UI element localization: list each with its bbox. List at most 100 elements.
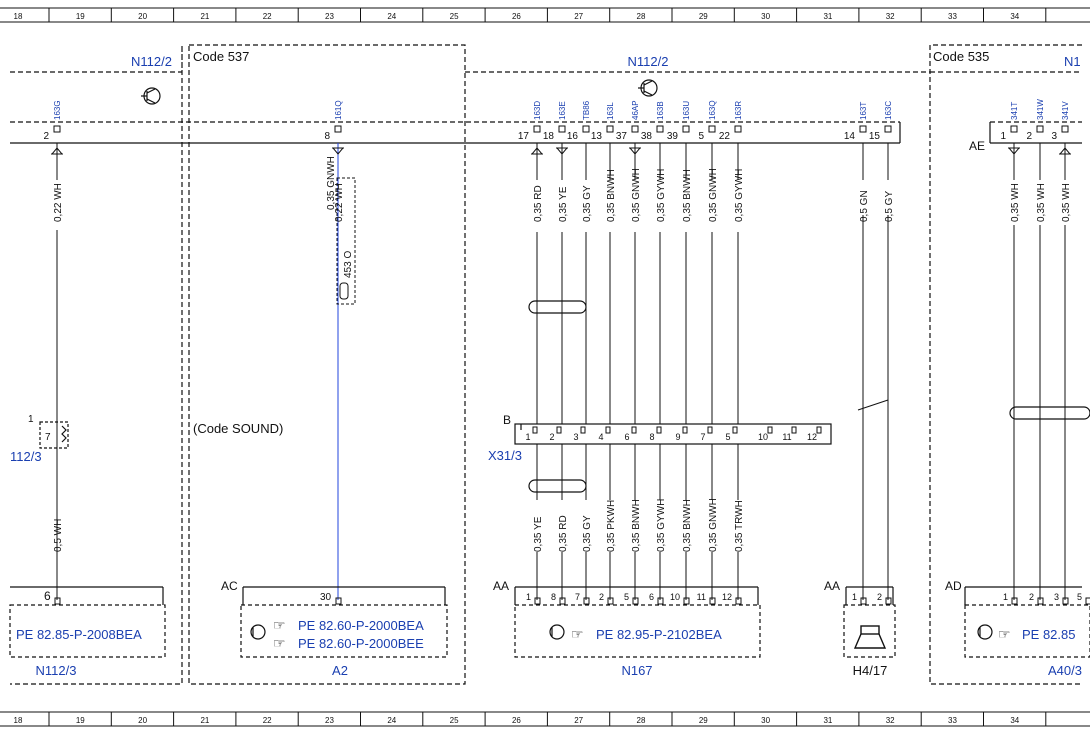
n167-pin-number: 7 xyxy=(575,592,580,602)
transistor-icon xyxy=(141,87,161,105)
n167-pin-marker xyxy=(534,597,541,605)
a40-3-name: A40/3 xyxy=(1048,663,1082,678)
top-pin-number: 37 xyxy=(616,131,628,142)
pin-marker xyxy=(708,125,716,133)
n167-pin-marker xyxy=(559,597,566,605)
a2-pe-link-1[interactable]: PE 82.60-P-2000BEA xyxy=(298,618,424,633)
pin-marker xyxy=(682,125,690,133)
bottom-wire-label: 0,35 BNWH xyxy=(631,499,642,552)
n112-3-pin: 6 xyxy=(44,589,51,603)
grid-number: 28 xyxy=(637,716,646,725)
n1-right-label: N1 xyxy=(1064,54,1081,69)
n167-pe-link[interactable]: PE 82.95-P-2102BEA xyxy=(596,627,722,642)
x31-pin-number: 2 xyxy=(549,432,554,442)
grid-number: 25 xyxy=(450,716,459,725)
top-wire-id: TB86 xyxy=(582,100,591,120)
n167-pin-marker xyxy=(583,597,590,605)
pin-marker xyxy=(582,125,590,133)
top-pin-number: 3 xyxy=(1051,131,1057,142)
x31-pin-number: 9 xyxy=(675,432,680,442)
x31-3-label: X31/3 xyxy=(488,448,522,463)
a2-connector-label: AC xyxy=(221,579,238,593)
n167-pin-number: 5 xyxy=(624,592,629,602)
top-pin-number: 14 xyxy=(844,131,856,142)
x31-pin-marker xyxy=(631,426,637,434)
x31-pin-marker xyxy=(656,426,662,434)
n167-pin-number: 1 xyxy=(526,592,531,602)
x31-pin-marker xyxy=(767,426,773,434)
top-wire-label: 0,22 WH xyxy=(334,183,345,222)
n112-3-pe-link[interactable]: PE 82.85-P-2008BEA xyxy=(16,627,142,642)
bottom-wire-label: 0,35 TRWH xyxy=(734,500,745,552)
speaker-icon xyxy=(853,625,887,649)
grid-number: 34 xyxy=(1010,12,1019,21)
top-wire-label: 0,5 GY xyxy=(884,191,895,222)
x31-pin-number: 7 xyxy=(700,432,705,442)
top-wire-id: 163E xyxy=(558,101,567,120)
top-wire-label: 0,35 YE xyxy=(558,186,569,222)
h4-17-pin-marker xyxy=(885,597,892,605)
code-537-label: Code 537 xyxy=(193,49,249,64)
top-wire-id: 341T xyxy=(1010,102,1019,120)
bottom-wire-label: 0,35 GYWH xyxy=(656,499,667,552)
shield-wire-b: 453 O xyxy=(343,251,354,278)
top-pin-number: 1 xyxy=(1000,131,1006,142)
grid-number: 34 xyxy=(1010,716,1019,725)
n112-3-pin-marker xyxy=(54,597,61,605)
grid-number: 20 xyxy=(138,716,147,725)
n112-2-left-label: N112/2 xyxy=(131,54,172,69)
n167-connector-label: AA xyxy=(493,579,509,593)
top-wire-id: 163L xyxy=(606,102,615,120)
top-wire-label: 0,35 GY xyxy=(582,185,593,222)
bottom-wire-label: 0,35 YE xyxy=(533,516,544,552)
x31-pin-number: 4 xyxy=(598,432,603,442)
shielded-cable xyxy=(336,177,356,305)
code-sound-label: (Code SOUND) xyxy=(193,421,283,436)
grid-number: 33 xyxy=(948,716,957,725)
top-wire-label: 0,35 GYWH xyxy=(656,169,667,222)
connector-pin-1: 1 xyxy=(28,414,34,425)
h4-17-pin-number: 2 xyxy=(877,592,882,602)
pin-marker xyxy=(533,125,541,133)
top-wire-label: 0,35 GYWH xyxy=(734,169,745,222)
ref-icons xyxy=(250,624,993,640)
x31-b-label: B xyxy=(503,413,511,427)
grid-number: 33 xyxy=(948,12,957,21)
top-pin-number: 39 xyxy=(667,131,679,142)
pin-marker xyxy=(631,125,639,133)
a40-3-pe-link[interactable]: PE 82.85 xyxy=(1022,627,1076,642)
pin-marker xyxy=(884,125,892,133)
top-wire-id: 46AP xyxy=(631,100,640,120)
wire-break-line xyxy=(857,399,889,411)
pin-marker xyxy=(1036,125,1044,133)
top-pin-number: 16 xyxy=(567,131,579,142)
pin-marker xyxy=(606,125,614,133)
a40-3-pin-marker xyxy=(1037,597,1044,605)
top-pin-number: 22 xyxy=(719,131,731,142)
pointing-hand-icon: ☞ xyxy=(571,626,584,642)
top-wire-id: 341V xyxy=(1061,101,1070,120)
a40-3-pin-number: 1 xyxy=(1003,592,1008,602)
grid-number: 30 xyxy=(761,716,770,725)
grid-number: 21 xyxy=(200,12,209,21)
h4-17-pin-number: 1 xyxy=(852,592,857,602)
connector-pin-7: 7 xyxy=(45,432,51,443)
h4-17-pin-marker xyxy=(860,597,867,605)
pointing-hand-icon: ☞ xyxy=(273,617,286,633)
x31-pin-marker xyxy=(580,426,586,434)
n112-3-name: N112/3 xyxy=(36,663,77,678)
code-535-label: Code 535 xyxy=(933,49,989,64)
a40-3-pin-marker xyxy=(1085,597,1090,605)
grid-number: 23 xyxy=(325,12,334,21)
h4-17-connector-label: AA xyxy=(824,579,840,593)
top-pin-number: 8 xyxy=(324,131,330,142)
a2-pe-link-2[interactable]: PE 82.60-P-2000BEE xyxy=(298,636,424,651)
upper-bus xyxy=(10,121,1082,144)
a2-pin-marker xyxy=(335,597,342,605)
shield-loops xyxy=(528,300,1090,493)
n167-pin-marker xyxy=(735,597,742,605)
top-pin-number: 15 xyxy=(869,131,881,142)
grid-number: 22 xyxy=(263,12,272,21)
top-wire-label: 0,35 GNWH xyxy=(708,168,719,222)
